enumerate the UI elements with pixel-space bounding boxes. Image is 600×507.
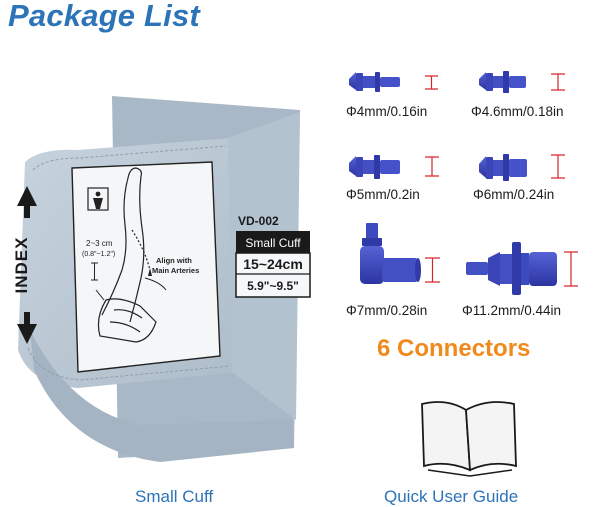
size-marker-icon [551,154,565,179]
cuff-stitching [27,145,231,381]
cuff-caption: Small Cuff [135,487,214,506]
connector-11-2mm-icon [466,242,557,295]
blood-pressure-cuff: INDEX 2~3 cm (0.8"~1.2") Align with Main… [12,96,311,462]
connector-count-number: 6 [377,335,391,362]
connector-label: Φ6mm/0.24in [473,187,555,202]
connector-6mm-icon [479,154,527,181]
connector-count-label: Connectors [397,335,531,362]
cuff-size-box [235,231,311,298]
gap-in-label: (0.8"~1.2") [82,251,115,258]
index-arrow-down-icon [17,312,37,344]
connector-label: Φ7mm/0.28in [346,303,428,318]
index-arrow-up-icon [17,186,37,218]
gap-cm-label: 2~3 cm [86,239,113,248]
connectors-group [349,71,578,295]
cuff-range-cm: 15~24cm [243,256,303,272]
connector-5mm-icon [349,155,400,179]
cuff-model-label: VD-002 [238,214,279,228]
connector-label: Φ11.2mm/0.44in [462,303,562,318]
size-marker-icon [564,251,578,287]
connector-label: Φ4.6mm/0.18in [471,104,564,119]
size-marker-icon [425,156,439,177]
index-label: INDEX [12,237,31,294]
cuff-range-in: 5.9"~9.5" [247,279,299,293]
align-text-1: Align with [156,256,192,265]
size-marker-icon [551,73,565,91]
cuff-lower-fold [30,330,294,462]
size-marker-icon [425,75,438,90]
connector-7mm-elbow-icon [360,223,421,284]
arm-diagram [91,167,167,343]
cuff-label-panel [71,161,221,373]
align-text-2: Main Arteries [152,266,199,275]
cuff-size-name: Small Cuff [245,236,301,250]
person-icon [87,187,109,211]
connector-4-6mm-icon [479,71,526,93]
connector-label: Φ4mm/0.16in [346,104,428,119]
page-title: Package List [8,0,200,33]
artery-marker-icon [148,268,152,276]
size-marker-icon [425,257,440,283]
connector-count: 6 Connectors [377,335,530,363]
guide-caption: Quick User Guide [384,487,519,506]
connector-4mm-icon [349,72,400,92]
open-book-icon [421,401,517,477]
connector-label: Φ5mm/0.2in [346,187,420,202]
